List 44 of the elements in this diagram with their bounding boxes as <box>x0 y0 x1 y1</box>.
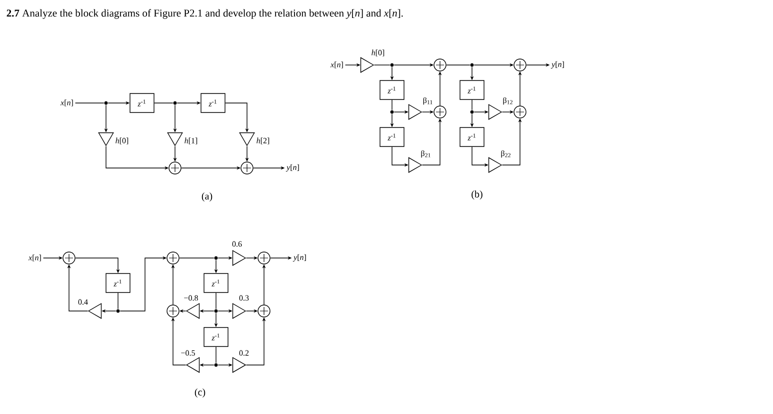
gain-label: 0.4 <box>78 299 88 305</box>
signal-label: x[n] <box>28 254 41 262</box>
signal-label: x[n] <box>60 100 73 106</box>
figure-caption: (c) <box>194 388 206 398</box>
figure-caption: (b) <box>472 190 482 200</box>
gain-label: h[0] <box>372 50 384 56</box>
gain-label: β$_{12}$ <box>503 97 512 105</box>
adder-symbol <box>166 252 180 264</box>
adder-symbol <box>258 304 270 318</box>
gain-label: −0.5 <box>181 350 195 356</box>
gain-label: −0.8 <box>184 295 198 301</box>
delay-box: z$^{-1}$ <box>106 273 130 293</box>
figure-caption: (a) <box>202 192 212 202</box>
delay-box: z$^{-1}$ <box>204 273 228 293</box>
delay-box: z$^{-1}$ <box>130 93 154 113</box>
signal-label: x[n] <box>330 62 343 68</box>
adder-symbol <box>434 58 446 72</box>
gain-label: 0.6 <box>232 241 242 247</box>
delay-box: z$^{-1}$ <box>460 80 484 100</box>
adder-symbol <box>168 162 182 174</box>
gain-label: h[1] <box>184 138 198 144</box>
delay-box: z$^{-1}$ <box>200 93 226 113</box>
delay-box: z$^{-1}$ <box>380 80 404 100</box>
title: 2.7 Analyze the block diagrams of Figure P2.1 and develop the relation between y[n] and x[n]. <box>6 9 403 19</box>
delay-box: z$^{-1}$ <box>460 127 484 147</box>
gain-label: β$_{21}$ <box>421 150 430 158</box>
signal-label: y[n] <box>292 254 306 262</box>
adder-symbol <box>514 58 526 72</box>
gain-label: β$_{11}$ <box>423 97 432 105</box>
gain-label: 0.3 <box>239 295 249 301</box>
gain-label: β$_{22}$ <box>501 150 510 158</box>
gain-label: h[2] <box>256 138 270 144</box>
delay-box: z$^{-1}$ <box>380 127 404 147</box>
signal-label: y[n] <box>286 164 299 172</box>
delay-box: z$^{-1}$ <box>204 327 228 347</box>
adder-symbol <box>258 252 270 264</box>
gain-label: 0.2 <box>239 350 249 356</box>
gain-label: h[0] <box>116 138 128 144</box>
adder-symbol <box>240 162 254 174</box>
adder-symbol <box>514 106 526 118</box>
adder-symbol <box>62 252 76 264</box>
adder-symbol <box>166 304 180 318</box>
signal-label: y[n] <box>550 61 564 69</box>
adder-symbol <box>434 106 446 118</box>
